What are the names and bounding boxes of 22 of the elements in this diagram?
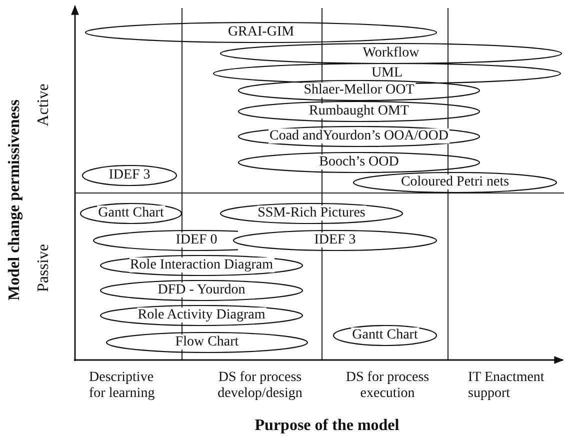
axis-band-label: Active bbox=[36, 84, 52, 126]
x-axis-title: Purpose of the model bbox=[254, 418, 400, 434]
axis-category-label: IT Enactment support bbox=[468, 370, 546, 402]
method-label: Role Interaction Diagram bbox=[128, 258, 274, 272]
method-label: Coloured Petri nets bbox=[400, 174, 510, 190]
method-label: Gantt Chart bbox=[97, 206, 165, 220]
method-label: Role Activity Diagram bbox=[136, 308, 266, 322]
axis-category-label: DS for process develop/design bbox=[216, 370, 304, 402]
method-label: Booch’s OOD bbox=[318, 154, 400, 170]
method-label: Flow Chart bbox=[174, 334, 240, 350]
method-label: IDEF 3 bbox=[313, 232, 357, 248]
method-label: Shlaer-Mellor OOT bbox=[302, 82, 416, 98]
method-label: Coad andYourdon’s OOA/OOD bbox=[268, 128, 450, 144]
axis-category-label: Descriptive for learning bbox=[89, 370, 156, 402]
y-axis-title: Model change permissiveness bbox=[7, 100, 23, 300]
axis-band-label: Passive bbox=[36, 244, 52, 292]
method-label: IDEF 0 bbox=[174, 232, 218, 248]
method-label: SSM-Rich Pictures bbox=[256, 206, 366, 220]
method-label: Gantt Chart bbox=[351, 328, 419, 342]
axis-category-label: DS for process execution bbox=[344, 370, 430, 402]
method-label: Rumbaught OMT bbox=[308, 104, 410, 118]
method-label: DFD - Yourdon bbox=[156, 282, 246, 298]
